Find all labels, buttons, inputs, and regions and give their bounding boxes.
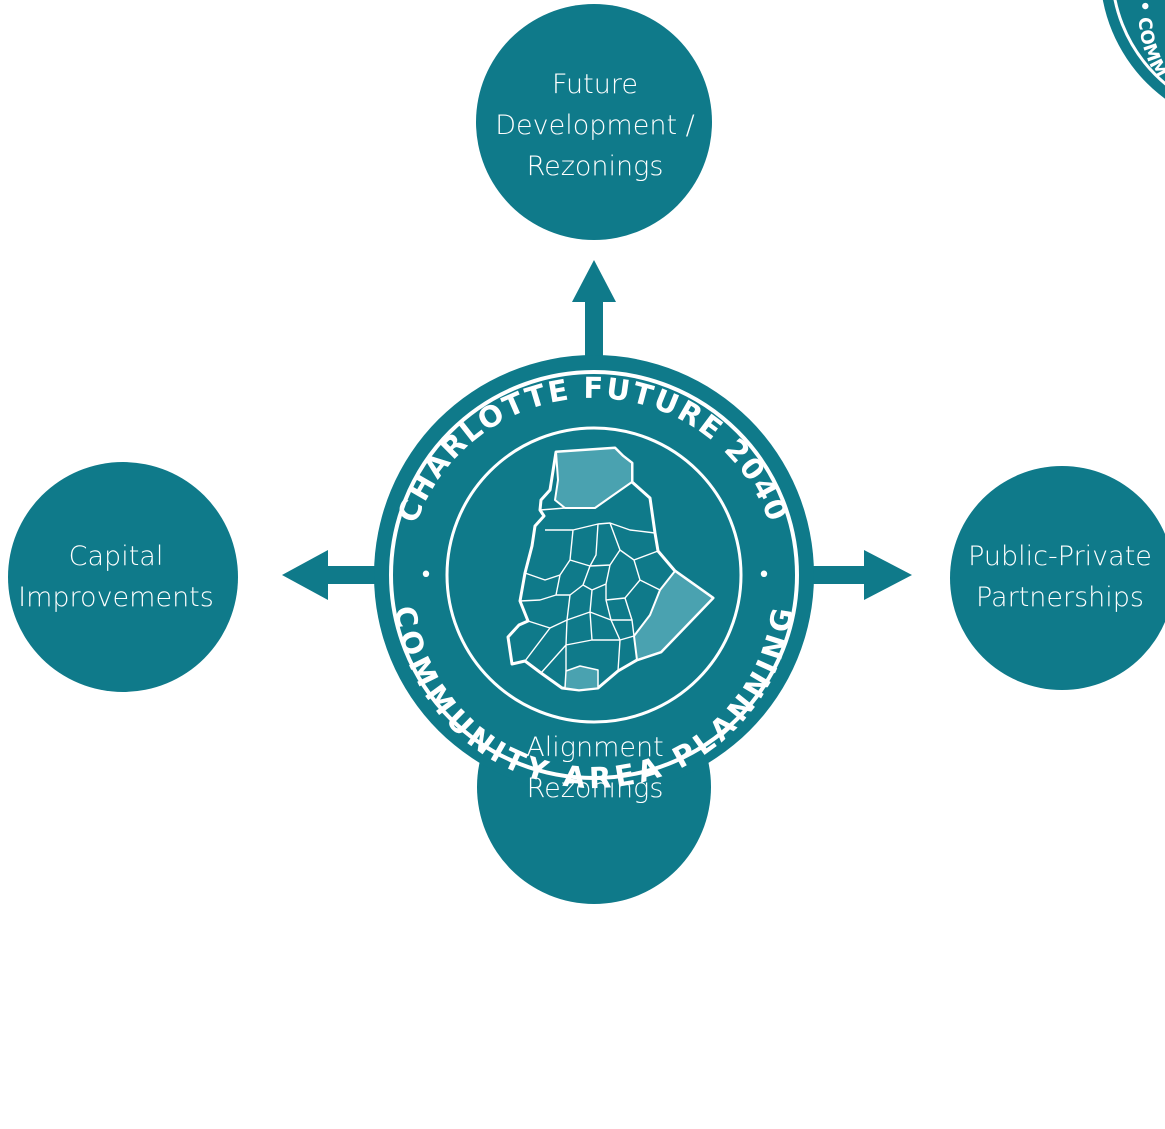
node-future-development-label: Future Development / Rezonings — [495, 69, 695, 182]
node-top-circle — [476, 4, 712, 240]
node-left-circle — [8, 462, 238, 692]
partial-seal-icon: • COMM — [1102, 0, 1165, 99]
arrow-right — [805, 550, 912, 600]
node-public-private-partnerships-label: Public-Private Partnerships — [968, 541, 1152, 613]
node-capital-improvements-label: Capital Improvements — [18, 541, 214, 613]
node-alignment-rezonings-label: Alignment Rezonings — [526, 732, 664, 804]
seal-separator-left: • — [420, 563, 433, 588]
seal-separator-right: • — [758, 563, 771, 588]
arrow-left — [282, 550, 388, 600]
arrow-up — [572, 260, 616, 365]
county-map-icon — [506, 446, 715, 692]
node-right-circle — [950, 466, 1165, 690]
